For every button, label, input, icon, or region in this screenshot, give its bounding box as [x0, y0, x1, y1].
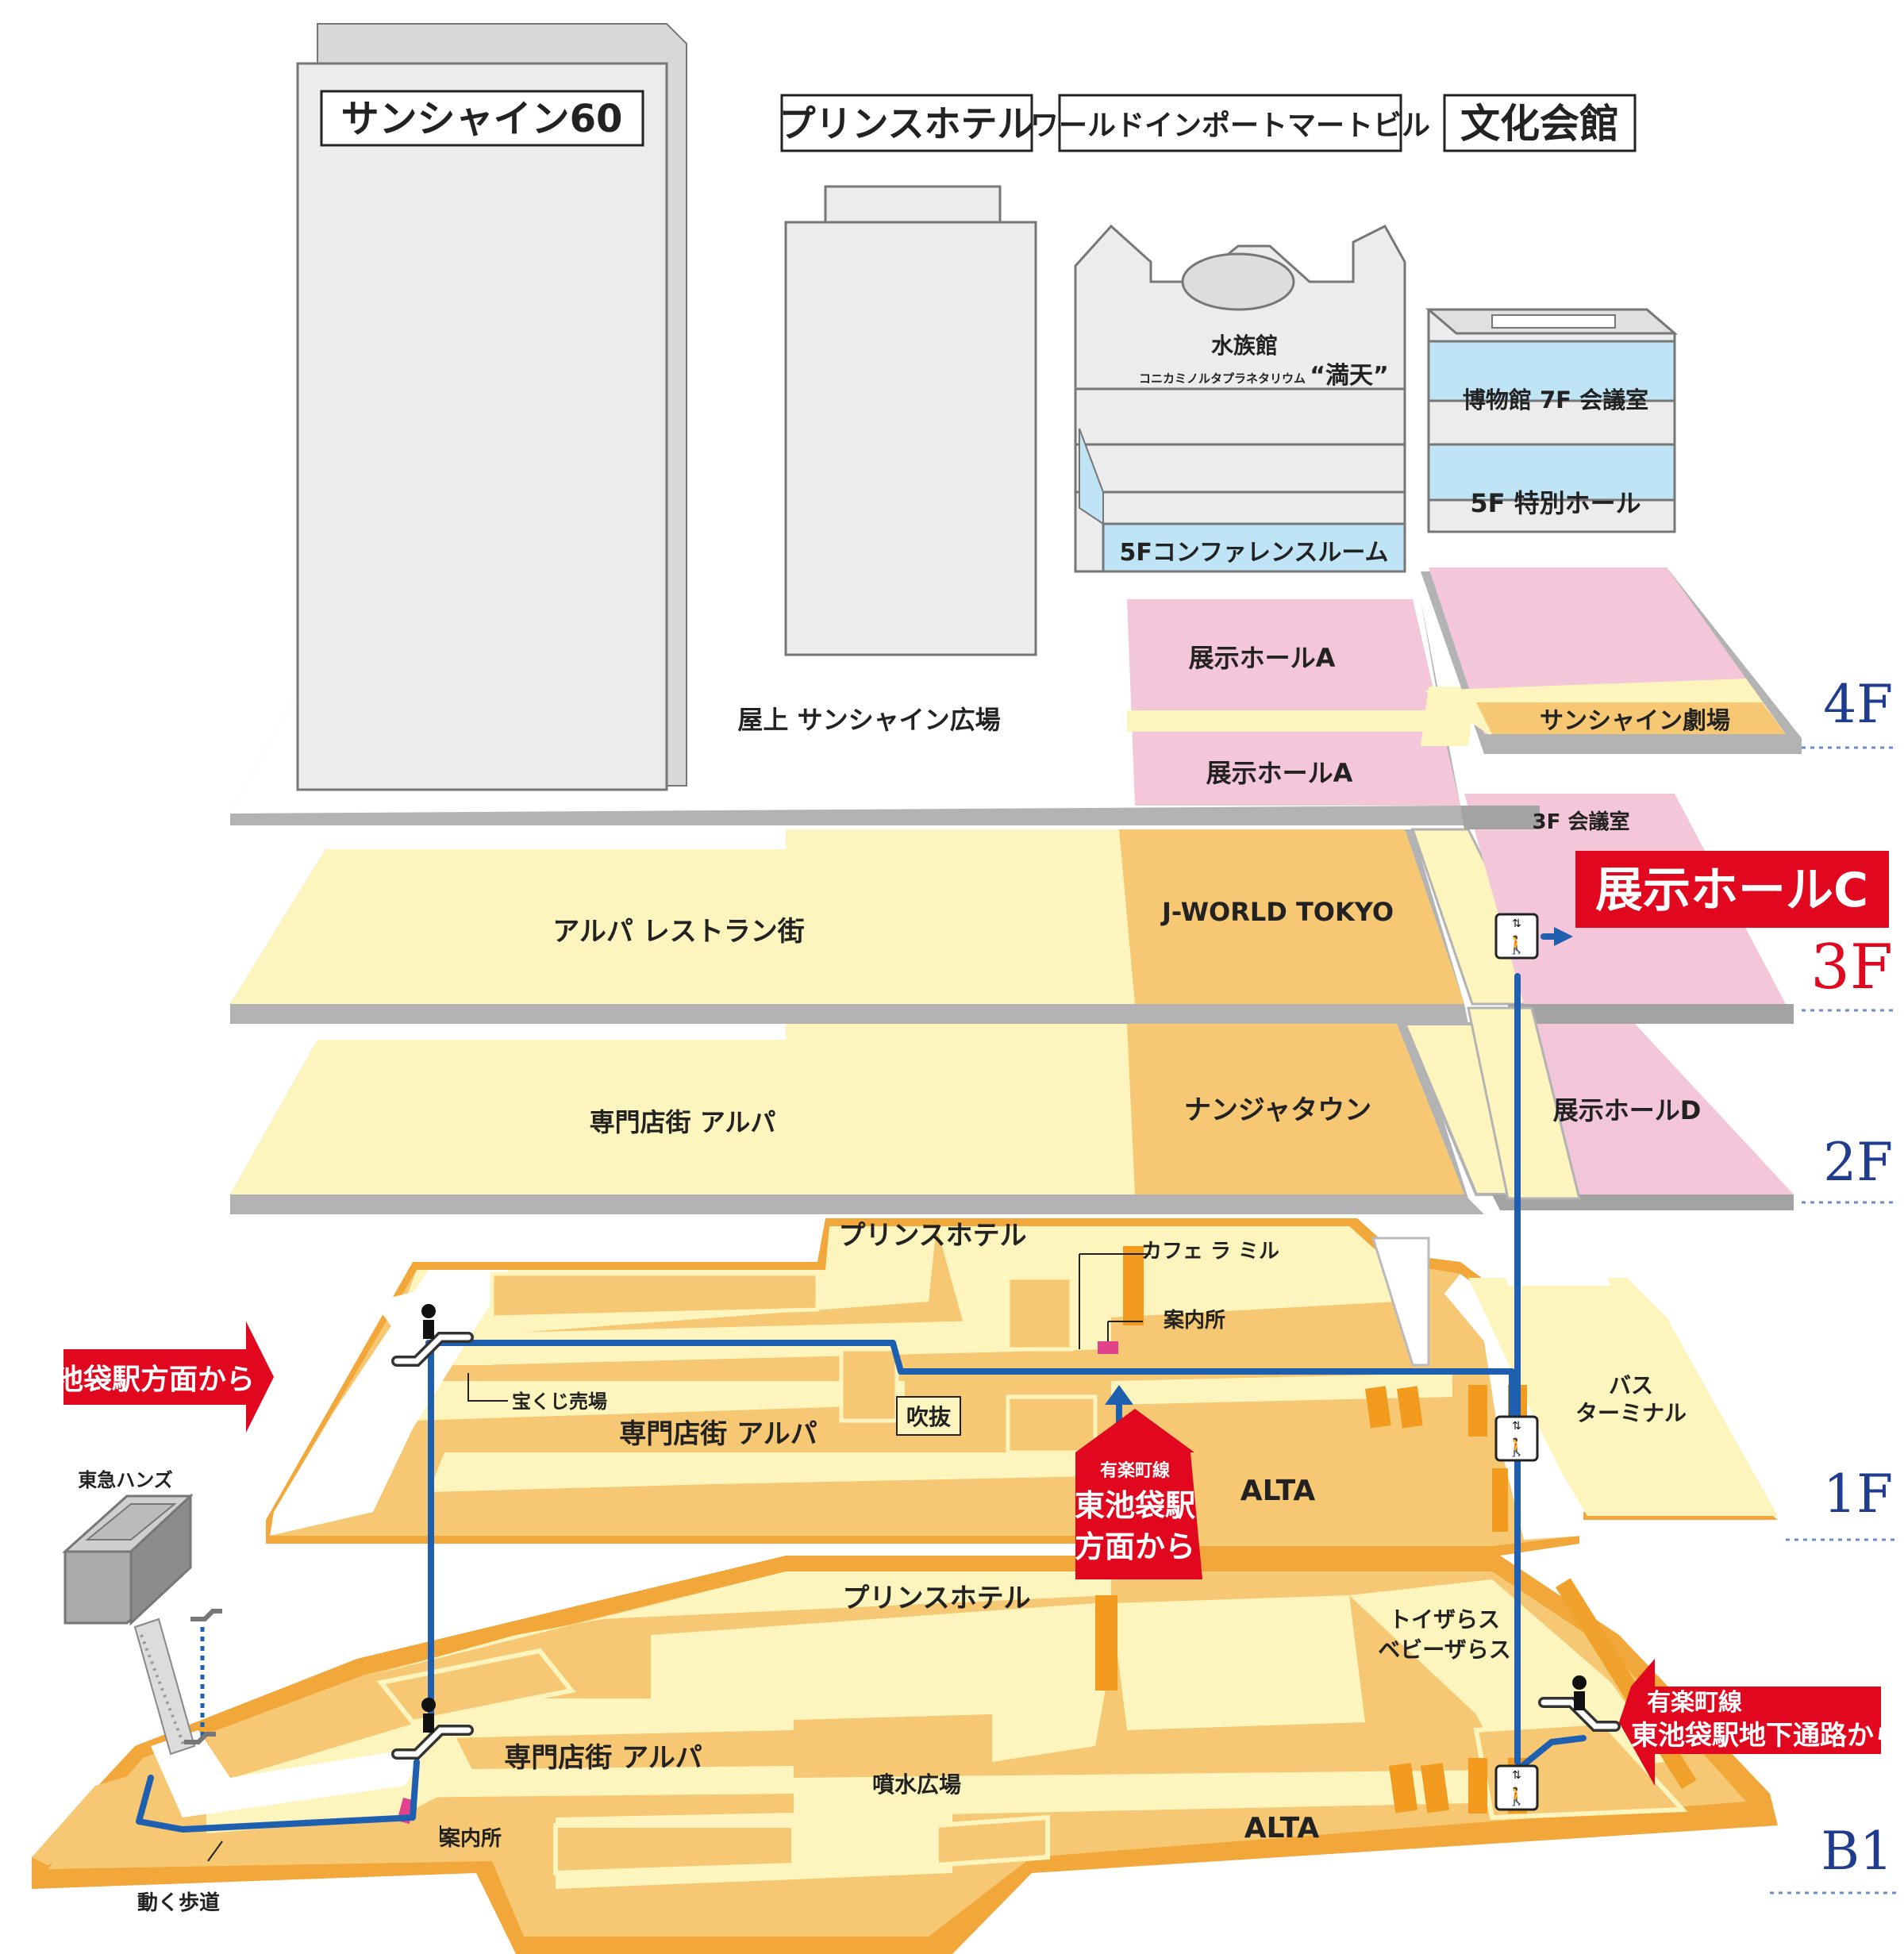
alta-b1-label: ALTA: [1244, 1812, 1320, 1844]
prince-hotel-b1-label: プリンスホテル: [842, 1583, 1030, 1614]
info-b1-label: 案内所: [439, 1826, 502, 1851]
atrium-label: 吹抜: [906, 1404, 952, 1430]
hall-a-top-label: 展示ホールA: [1189, 643, 1336, 673]
info-1f-label: 案内所: [1163, 1308, 1225, 1333]
toysrus-line2: ベビーザらス: [1378, 1637, 1510, 1663]
svg-text:🚶: 🚶: [1506, 935, 1527, 956]
namja-label: ナンジャタウン: [1184, 1094, 1371, 1126]
bus-terminal-line2: ターミナル: [1575, 1400, 1687, 1426]
meeting-room-3f-label: 3F 会議室: [1533, 810, 1630, 834]
svg-text:⇅: ⇅: [1512, 1769, 1521, 1782]
prince-hotel-1f-label: プリンスホテル: [838, 1220, 1026, 1252]
floor-label-4f: 4F: [1823, 674, 1893, 735]
svg-text:🚶: 🚶: [1506, 1787, 1527, 1807]
world-import-mart-label: ワールドインポートマートビル: [1030, 109, 1430, 142]
museum-label: 博物館 7F 会議室: [1463, 387, 1648, 413]
planetarium-name: “満天”: [1310, 362, 1388, 390]
floor-guide-lines: [1770, 746, 1897, 1894]
hall-a-bottom-label: 展示ホールA: [1206, 758, 1353, 788]
hall-c-banner: [1575, 851, 1889, 928]
prince-hotel-label: プリンスホテル: [779, 102, 1033, 145]
elevator-icon: ⇅ 🚶: [1494, 1415, 1539, 1462]
bus-terminal-line1: バス: [1609, 1372, 1653, 1398]
conference-room-label: 5Fコンファレンスルーム: [1120, 539, 1389, 567]
wim-building: [1058, 94, 1406, 573]
theatre-label: サンシャイン劇場: [1540, 707, 1730, 735]
restaurants-label: アルパ レストラン街: [552, 916, 805, 948]
tokyu-hands-building: [62, 1493, 222, 1756]
floor-label-b1: B1: [1821, 1821, 1894, 1882]
alpa-1f-label: 専門店街 アルパ: [619, 1418, 817, 1450]
alpa-b1-label: 専門店街 アルパ: [504, 1742, 702, 1774]
lottery-label: 宝くじ売場: [512, 1390, 607, 1413]
floor-b1: [32, 1556, 1778, 1954]
floor-label-2f: 2F: [1823, 1132, 1893, 1193]
b1-underground-arrow: [1619, 1659, 1881, 1786]
svg-text:⇅: ⇅: [1512, 1420, 1521, 1433]
svg-text:⇅: ⇅: [1512, 917, 1521, 930]
b1-arrow-line1: 有楽町線: [1647, 1689, 1742, 1717]
prince-hotel-building: [780, 94, 1037, 656]
alpa-2f-label: 専門店街 アルパ: [590, 1107, 776, 1137]
sunshine60-tower: [296, 23, 687, 791]
escalator-icon: [391, 1698, 474, 1760]
bunka-kaikan-building: [1425, 94, 1679, 533]
tokyu-hands-label: 東急ハンズ: [78, 1469, 173, 1491]
floor-1f: [266, 1218, 1778, 1556]
elevator-icon: ⇅ 🚶: [1494, 913, 1539, 960]
svg-text:🚶: 🚶: [1506, 1437, 1527, 1458]
bunka-kaikan-label: 文化会館: [1460, 101, 1619, 147]
toysrus-line1: トイザらス: [1389, 1606, 1500, 1633]
escalator-icon: [391, 1304, 474, 1367]
floor-label-1f: 1F: [1823, 1464, 1893, 1525]
alta-1f-label: ALTA: [1240, 1475, 1316, 1507]
higashi-ikebukuro-arrow: [1075, 1409, 1202, 1579]
special-hall-label: 5F 特別ホール: [1470, 488, 1641, 518]
b1-arrow-line2: 東池袋駅地下通路から: [1631, 1720, 1901, 1752]
cafe-label: カフェ ラ ミル: [1141, 1240, 1279, 1264]
houmen-kara-label: 方面から: [1075, 1529, 1195, 1564]
yurakucho-line-label: 有楽町線: [1100, 1460, 1170, 1481]
rooftop-plaza-label: 屋上 サンシャイン広場: [737, 705, 1000, 735]
higashi-ikebukuro-label: 東池袋駅: [1075, 1488, 1195, 1523]
jworld-label: J-WORLD TOKYO: [1160, 897, 1394, 927]
escalator-icon: [1538, 1675, 1621, 1732]
route-arrow-up: [1105, 1385, 1133, 1405]
route-arrow-right: [1554, 927, 1573, 946]
ikebukuro-arrow-label: 池袋駅方面から: [55, 1364, 255, 1396]
aquarium-label: 水族館: [1211, 333, 1278, 359]
ikebukuro-arrow: [63, 1321, 274, 1433]
fountain-label: 噴水広場: [872, 1771, 961, 1798]
elevator-icon: ⇅ 🚶: [1494, 1764, 1539, 1811]
floor-3f: [230, 794, 1794, 1200]
sunshine60-label: サンシャイン60: [341, 97, 623, 141]
moving-walkway-label: 動く歩道: [137, 1891, 220, 1915]
walking-route: [136, 933, 1587, 1833]
hall-c-label: 展示ホールC: [1595, 863, 1868, 918]
floor-label-3f: 3F: [1810, 932, 1893, 1003]
hall-d-label: 展示ホールD: [1553, 1095, 1702, 1125]
planetarium-prefix: コニカミノルタプラネタリウム: [1139, 371, 1306, 386]
